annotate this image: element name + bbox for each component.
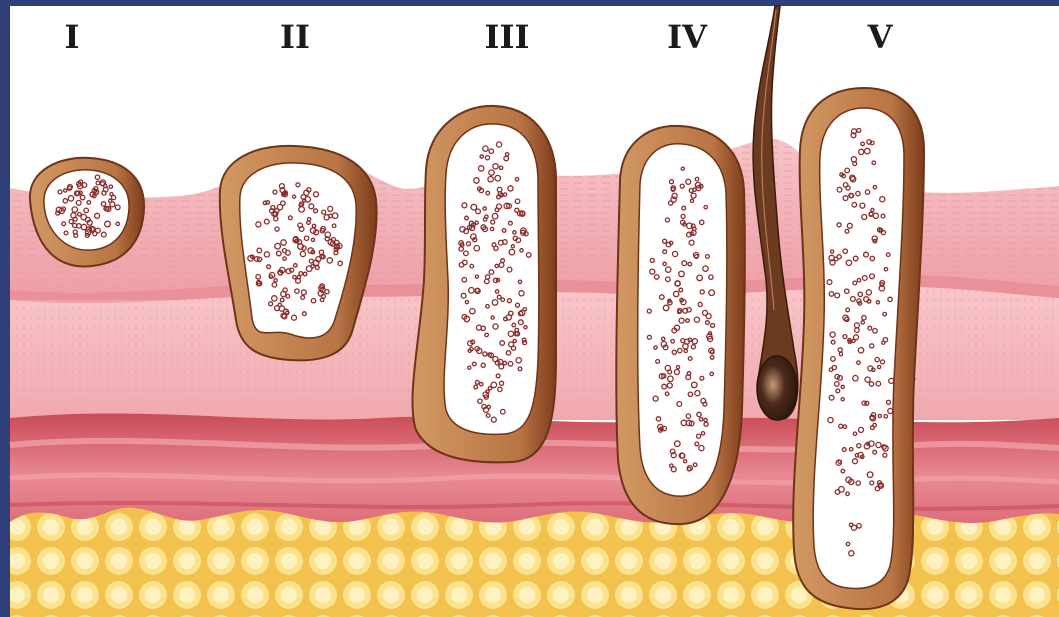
stage-label-3: III (485, 18, 530, 56)
gland-stage-1 (30, 158, 144, 267)
stage-label-4: IV (667, 18, 708, 56)
stage-label-2: II (280, 18, 310, 56)
gland-stage-4 (616, 126, 745, 524)
gland-stage-2 (220, 146, 377, 361)
gland-stage-3 (412, 106, 556, 462)
gland-stage-5 (793, 88, 924, 609)
stage-label-5: V (867, 18, 894, 56)
stage-label-1: I (65, 18, 80, 56)
frame-left (0, 0, 10, 617)
frame-top (0, 0, 1059, 6)
